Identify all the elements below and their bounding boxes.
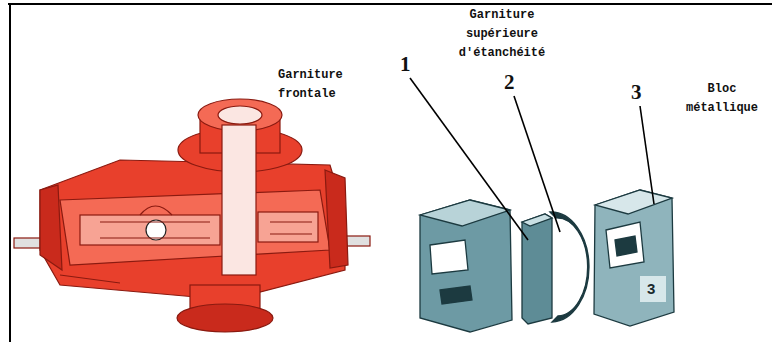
leader-line (410, 78, 528, 240)
part-name: Garniture frontale (278, 66, 352, 104)
part-marking: 3 (647, 280, 655, 297)
bop-body (14, 99, 370, 332)
frame-line (9, 4, 11, 342)
callout-number: 3 (631, 80, 642, 104)
callout-number: 2 (504, 70, 515, 94)
leader-line (514, 96, 560, 232)
callout-number: 1 (400, 52, 411, 76)
part-name: Bloc métallique (680, 80, 764, 118)
leader-lines (410, 78, 654, 240)
ram-parts (420, 190, 674, 332)
leader-line (640, 106, 654, 204)
frame-line (8, 3, 772, 5)
part-name: Garniture supérieure d'étanchéité (446, 6, 558, 63)
